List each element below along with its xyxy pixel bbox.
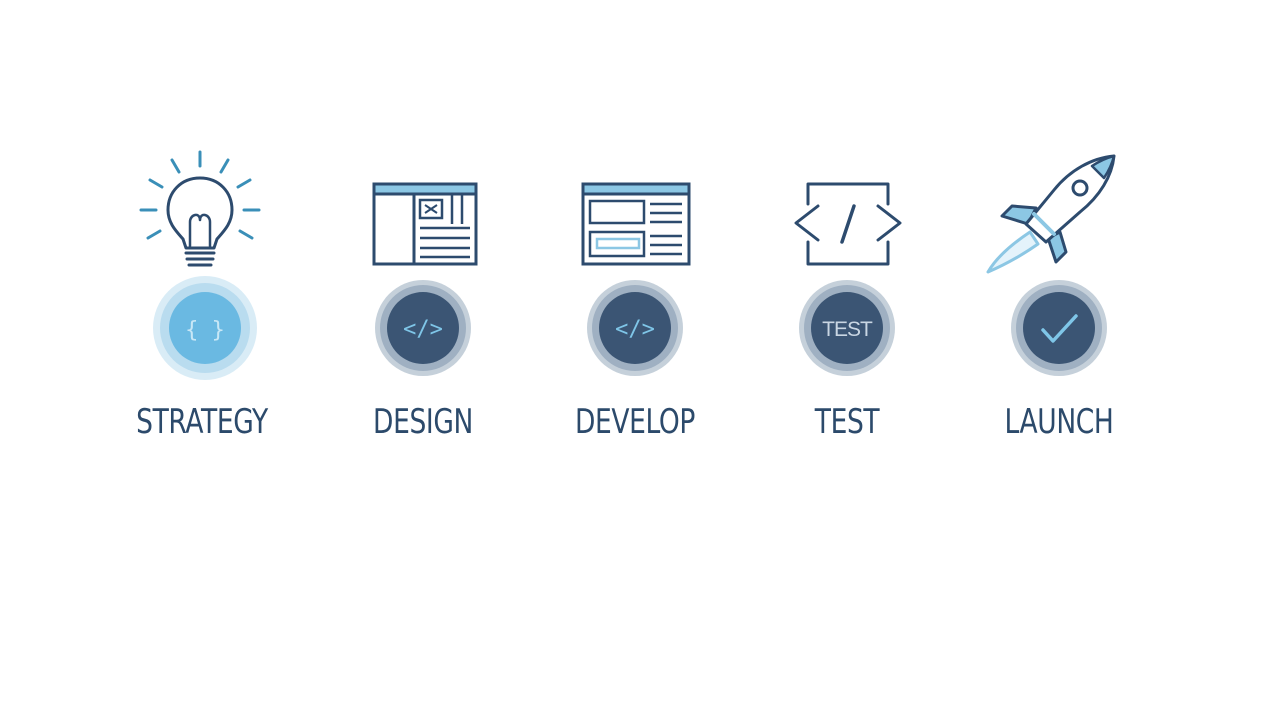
- code-icon: </>: [615, 317, 655, 342]
- step-label-develop: DEVELOP: [574, 402, 696, 442]
- timeline-node-develop[interactable]: </>: [587, 280, 683, 376]
- rocket-icon: [986, 154, 1116, 274]
- timeline-node-launch[interactable]: [1011, 280, 1107, 376]
- lightbulb-icon: [139, 150, 261, 267]
- timeline-node-design[interactable]: </>: [375, 280, 471, 376]
- wireframe-icon: [372, 182, 478, 266]
- code-brackets-icon: [794, 182, 902, 266]
- braces-icon: { }: [185, 318, 225, 343]
- checkmark-icon: [1041, 314, 1078, 343]
- step-label-strategy: STRATEGY: [136, 402, 268, 442]
- test-text-icon: TEST: [822, 318, 873, 341]
- step-label-test: TEST: [814, 402, 880, 442]
- timeline-node-strategy[interactable]: { }: [153, 276, 257, 380]
- browser-window-icon: [581, 182, 691, 266]
- code-icon: </>: [403, 317, 443, 342]
- timeline-node-test[interactable]: TEST: [799, 280, 895, 376]
- step-label-design: DESIGN: [373, 402, 473, 442]
- step-label-launch: LAUNCH: [1004, 402, 1114, 442]
